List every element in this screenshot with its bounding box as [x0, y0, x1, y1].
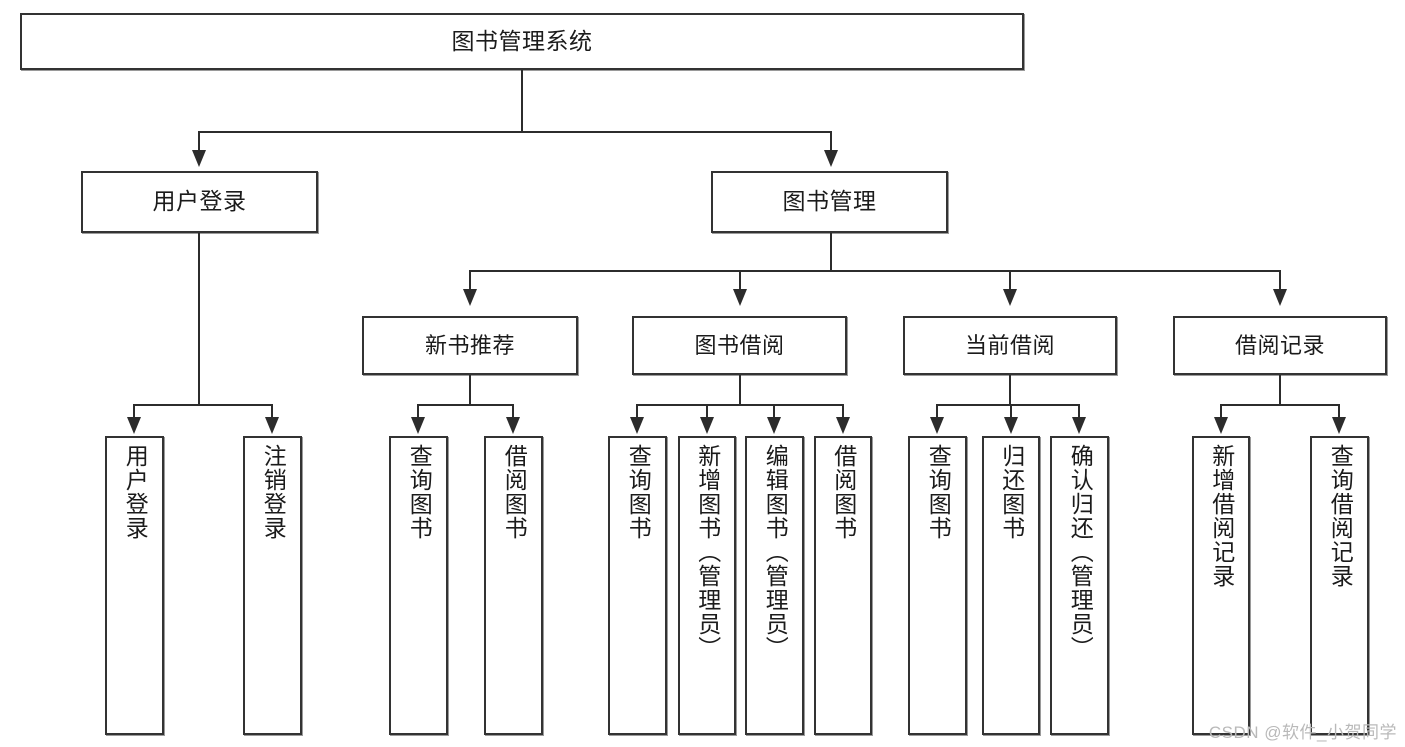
arrow-current-borrow: [1003, 289, 1017, 306]
node-label: 查询图书: [406, 444, 433, 540]
arrow-edit-book-admin: [767, 417, 781, 434]
node-leaf-confirm-return-admin[interactable]: 确认归还（管理员）: [1050, 436, 1109, 735]
node-user-login[interactable]: 用户登录: [81, 171, 318, 233]
edge-drop-leaf-user-login: [133, 404, 135, 420]
arrow-book-borrow: [733, 289, 747, 306]
arrow-query-book-1: [411, 417, 425, 434]
node-book-management-system[interactable]: 图书管理系统: [20, 13, 1024, 70]
node-label: 新增图书（管理员）: [694, 444, 721, 660]
arrow-return-book: [1004, 417, 1018, 434]
node-leaf-query-borrow-record[interactable]: 查询借阅记录: [1310, 436, 1369, 735]
node-leaf-query-book-1[interactable]: 查询图书: [389, 436, 448, 735]
edge-borrow-record-stem: [1279, 375, 1281, 405]
edge-drop-query-book-3: [936, 404, 938, 420]
edge-book-manage-stem: [830, 233, 832, 271]
arrow-user-login: [192, 150, 206, 167]
node-label: 借阅记录: [1234, 332, 1325, 358]
node-label: 查询图书: [925, 444, 952, 540]
edge-drop-book-borrow: [739, 270, 741, 292]
node-label: 用户登录: [152, 188, 247, 215]
node-label: 新增借阅记录: [1208, 444, 1235, 588]
node-current-borrow[interactable]: 当前借阅: [903, 316, 1117, 375]
arrow-confirm-return-admin: [1072, 417, 1086, 434]
node-leaf-borrow-book-2[interactable]: 借阅图书: [814, 436, 872, 735]
edge-drop-borrow-book-2: [842, 404, 844, 420]
node-label: 查询图书: [625, 444, 652, 540]
edge-drop-borrow-book-1: [512, 404, 514, 420]
edge-drop-book-manage: [830, 131, 832, 153]
node-leaf-logout-login[interactable]: 注销登录: [243, 436, 302, 735]
node-borrow-record[interactable]: 借阅记录: [1173, 316, 1387, 375]
node-label: 归还图书: [998, 444, 1025, 540]
edge-drop-current-borrow: [1009, 270, 1011, 292]
arrow-query-book-2: [630, 417, 644, 434]
node-label: 图书借阅: [694, 332, 785, 358]
edge-drop-query-book-2: [636, 404, 638, 420]
arrow-add-borrow-record: [1214, 417, 1228, 434]
edge-level2-bus: [198, 131, 832, 133]
node-label: 确认归还（管理员）: [1067, 444, 1094, 660]
node-leaf-return-book[interactable]: 归还图书: [982, 436, 1040, 735]
edge-book-borrow-stem: [739, 375, 741, 405]
arrow-query-borrow-record: [1332, 417, 1346, 434]
edge-root-stem: [521, 70, 523, 132]
node-leaf-edit-book-admin[interactable]: 编辑图书（管理员）: [745, 436, 804, 735]
node-leaf-add-book-admin[interactable]: 新增图书（管理员）: [678, 436, 736, 735]
edge-new-book-stem: [469, 375, 471, 405]
arrow-borrow-book-2: [836, 417, 850, 434]
edge-user-login-bus: [133, 404, 273, 406]
node-leaf-query-book-3[interactable]: 查询图书: [908, 436, 967, 735]
edge-drop-add-borrow-record: [1220, 404, 1222, 420]
edge-drop-user-login: [198, 131, 200, 153]
edge-drop-query-book-1: [417, 404, 419, 420]
edge-level3-bus: [469, 270, 1281, 272]
arrow-borrow-book-1: [506, 417, 520, 434]
arrow-add-book-admin: [700, 417, 714, 434]
edge-new-book-bus: [417, 404, 514, 406]
edge-drop-new-book: [469, 270, 471, 292]
node-label: 新书推荐: [424, 332, 515, 358]
node-leaf-add-borrow-record[interactable]: 新增借阅记录: [1192, 436, 1250, 735]
node-label: 查询借阅记录: [1327, 444, 1354, 588]
node-leaf-borrow-book-1[interactable]: 借阅图书: [484, 436, 543, 735]
node-label: 图书管理系统: [451, 27, 593, 54]
edge-drop-borrow-record: [1279, 270, 1281, 292]
node-label: 借阅图书: [830, 444, 857, 540]
arrow-leaf-user-login: [127, 417, 141, 434]
node-label: 用户登录: [122, 444, 149, 540]
edge-current-borrow-bus: [936, 404, 1079, 406]
edge-book-borrow-bus: [636, 404, 843, 406]
node-label: 借阅图书: [501, 444, 528, 540]
edge-drop-query-borrow-record: [1338, 404, 1340, 420]
edge-borrow-record-bus: [1220, 404, 1340, 406]
edge-drop-leaf-logout: [271, 404, 273, 420]
edge-current-borrow-stem: [1009, 375, 1011, 405]
arrow-borrow-record: [1273, 289, 1287, 306]
edge-user-login-stem: [198, 233, 200, 405]
arrow-new-book-recommend: [463, 289, 477, 306]
node-label: 编辑图书（管理员）: [762, 444, 789, 660]
edge-drop-return-book: [1010, 404, 1012, 420]
edge-drop-edit-book: [773, 404, 775, 420]
arrow-query-book-3: [930, 417, 944, 434]
node-label: 图书管理: [782, 188, 877, 215]
node-leaf-user-login[interactable]: 用户登录: [105, 436, 164, 735]
node-leaf-query-book-2[interactable]: 查询图书: [608, 436, 667, 735]
node-label: 注销登录: [260, 444, 287, 540]
arrow-leaf-logout: [265, 417, 279, 434]
node-new-book-recommend[interactable]: 新书推荐: [362, 316, 578, 375]
edge-drop-add-book: [706, 404, 708, 420]
arrow-book-manage: [824, 150, 838, 167]
node-book-borrow[interactable]: 图书借阅: [632, 316, 847, 375]
node-label: 当前借阅: [964, 332, 1055, 358]
edge-drop-confirm-return: [1078, 404, 1080, 420]
node-book-management[interactable]: 图书管理: [711, 171, 948, 233]
